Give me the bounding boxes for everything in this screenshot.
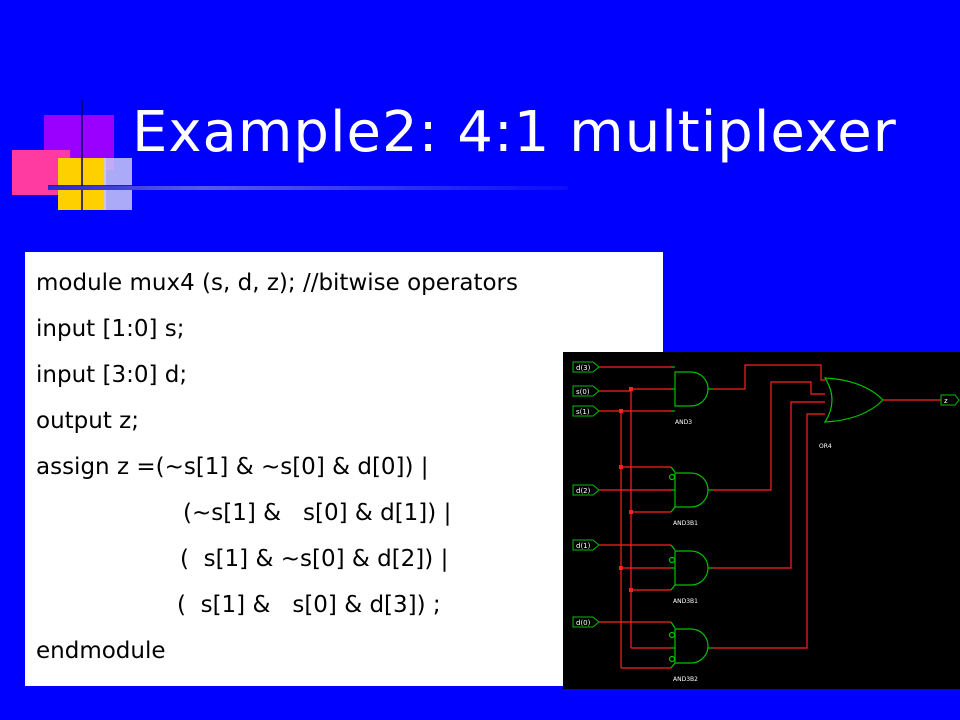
gate4-invert-bubble-1 [668, 631, 676, 639]
pin-label-d0: d(0) [576, 619, 591, 627]
code-line-output-z: output z; [36, 408, 139, 434]
gate2-invert-bubble [668, 473, 676, 481]
gate-label-2: AND3B1 [673, 520, 698, 527]
code-line-module: module mux4 (s, d, z); //bitwise operato… [36, 270, 519, 296]
code-line-term-3: ( s[1] & ~s[0] & d[2]) | [180, 546, 449, 572]
junction-6 [629, 588, 633, 592]
pin-shape-s1 [572, 405, 600, 417]
junction-5 [619, 566, 623, 570]
gate3-stub-3 [670, 584, 676, 591]
pin-shape-d1 [572, 539, 600, 551]
pin-label-d2: d(2) [576, 487, 591, 495]
pin-label-s0: s(0) [576, 388, 590, 396]
gate3-stub-1 [670, 544, 676, 551]
or4-gate [823, 377, 884, 423]
pin-label-z: z [944, 397, 948, 405]
gate2-stub-3 [670, 506, 676, 513]
input-pin-shapes [572, 361, 960, 628]
gate4-invert-bubble-2 [668, 655, 676, 663]
and3b1-gate-3 [674, 550, 709, 586]
gate-label-1: AND3 [675, 419, 692, 426]
junction-4 [629, 510, 633, 514]
gate2-stub-1 [670, 466, 676, 473]
title-underline [48, 186, 568, 190]
and3-gate-1 [674, 371, 709, 407]
code-panel: module mux4 (s, d, z); //bitwise operato… [25, 252, 663, 686]
pin-shape-d0 [572, 616, 600, 628]
gate4-stub-1 [670, 621, 676, 629]
and3b2-gate-4 [674, 628, 709, 664]
code-line-term-2: (~s[1] & s[0] & d[1]) | [183, 500, 452, 526]
wires [599, 364, 941, 669]
junction-3 [619, 465, 623, 469]
pin-shape-z [940, 394, 960, 406]
slide-title: Example2: 4:1 multiplexer [132, 100, 897, 165]
pin-label-d1: d(1) [576, 542, 591, 550]
junction-dots [619, 387, 633, 592]
junction-2 [629, 387, 633, 391]
schematic-svg: d(3) s(0) s(1) d(2) d(1) d(0) z [572, 361, 960, 683]
pin-shape-d3 [572, 361, 600, 373]
pin-label-d3: d(3) [576, 364, 591, 372]
logic-gates [668, 366, 884, 669]
logo-light-square [104, 158, 132, 210]
and3b1-gate-2 [674, 472, 709, 508]
wire-g4-to-or [713, 413, 825, 649]
gate-label-4: AND3B2 [673, 676, 698, 683]
wire-g2-to-or [713, 381, 825, 491]
gate-label-or: OR4 [819, 443, 832, 450]
code-line-assign: assign z =(~s[1] & ~s[0] & d[0]) | [36, 454, 429, 480]
code-line-input-s: input [1:0] s; [36, 316, 185, 342]
gate-label-3: AND3B1 [673, 598, 698, 605]
pin-labels: d(3) s(0) s(1) d(2) d(1) d(0) z [576, 364, 948, 627]
pin-shape-s0 [572, 385, 600, 397]
code-line-input-d: input [3:0] d; [36, 362, 188, 388]
pin-label-s1: s(1) [576, 408, 590, 416]
code-line-term-4: ( s[1] & s[0] & d[3]) ; [177, 592, 441, 618]
wire-g3-to-or [713, 401, 825, 569]
gate-labels: AND3 AND3B1 AND3B1 AND3B2 OR4 [673, 419, 832, 683]
gate4-stub-3 [670, 662, 676, 669]
wire-g1-to-or [713, 364, 825, 390]
junction-1 [619, 409, 623, 413]
pin-shape-d2 [572, 484, 600, 496]
gate3-invert-bubble [668, 556, 676, 564]
mux-schematic: d(3) s(0) s(1) d(2) d(1) d(0) z [563, 352, 960, 689]
code-line-endmodule: endmodule [36, 638, 166, 664]
